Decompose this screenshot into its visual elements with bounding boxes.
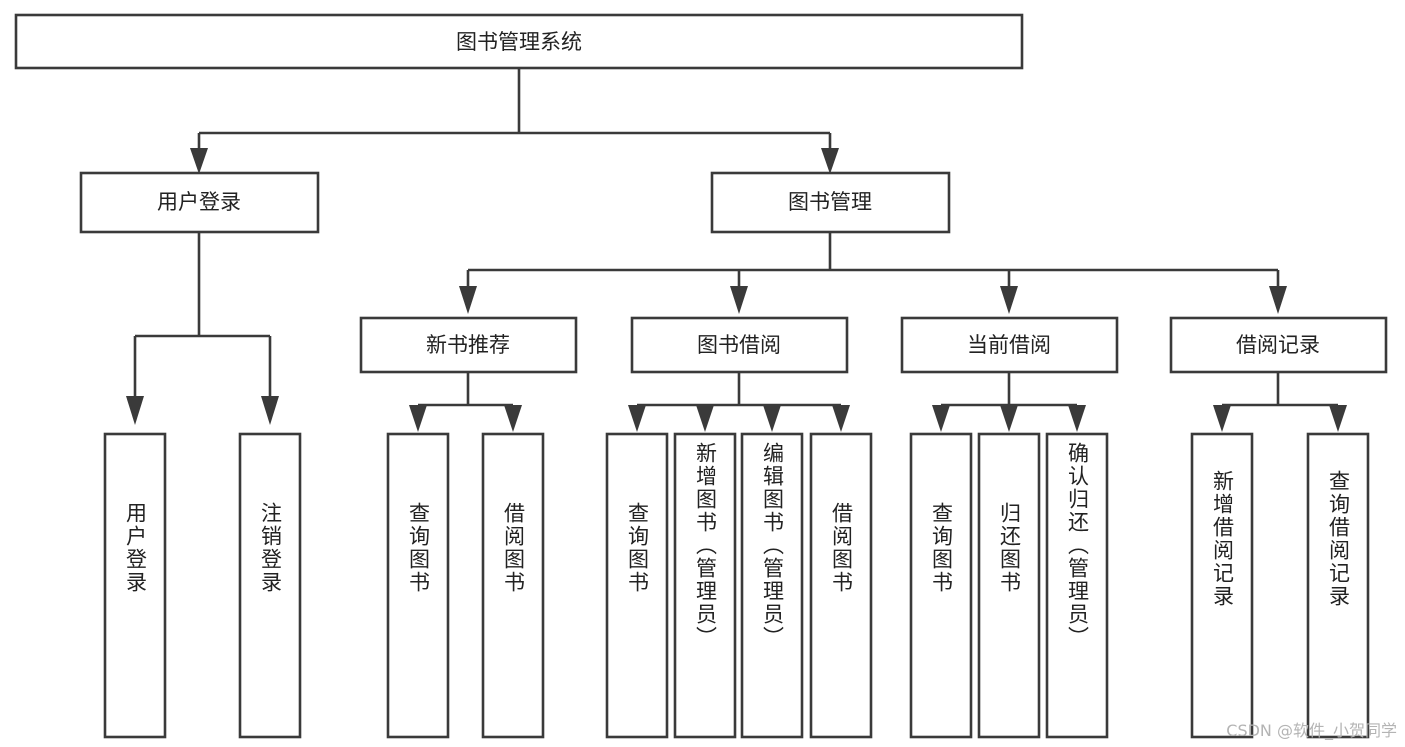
node-root-label: 图书管理系统	[456, 30, 582, 54]
node-root-box[interactable]	[14, 13, 1024, 70]
edge-newbook-to-leaves	[409, 372, 522, 432]
leaf-box-edit-book-admin[interactable]	[740, 432, 804, 739]
node-user-login-label: 用户登录	[157, 190, 241, 214]
leaf-box-add-book-admin[interactable]	[673, 432, 737, 739]
edge-root-to-level2	[190, 68, 839, 174]
node-new-book-recommend-label: 新书推荐	[426, 333, 510, 357]
leaf-box-query-book-1[interactable]	[386, 432, 450, 739]
leaf-box-query-book-2[interactable]	[605, 432, 669, 739]
leaf-box-query-book-3[interactable]	[909, 432, 973, 739]
node-borrow-records-label: 借阅记录	[1236, 333, 1320, 357]
edge-records-to-leaves	[1213, 372, 1347, 432]
leaf-box-logout[interactable]	[238, 432, 302, 739]
leaf-box-add-borrow-record[interactable]	[1190, 432, 1254, 739]
leaf-box-confirm-return-admin[interactable]	[1045, 432, 1109, 739]
leaf-box-return-book[interactable]	[977, 432, 1041, 739]
csdn-watermark: CSDN @软件_小贺同学	[1226, 721, 1397, 740]
node-book-management-label: 图书管理	[788, 190, 872, 214]
leaf-box-borrow-book-2[interactable]	[809, 432, 873, 739]
leaf-box-user-login[interactable]	[103, 432, 167, 739]
node-current-borrow-label: 当前借阅	[967, 333, 1051, 357]
node-borrow-records-box[interactable]	[1169, 316, 1388, 374]
edge-current-to-leaves	[932, 372, 1086, 432]
node-book-borrow-label: 图书借阅	[697, 333, 781, 357]
leaf-box-borrow-book-1[interactable]	[481, 432, 545, 739]
node-user-login-box[interactable]	[79, 171, 320, 234]
node-new-book-recommend-box[interactable]	[359, 316, 578, 374]
edge-bookmgmt-to-level3	[459, 232, 1287, 314]
edge-userlogin-to-leaves	[126, 232, 279, 425]
node-book-management-box[interactable]	[710, 171, 951, 234]
node-book-borrow-box[interactable]	[630, 316, 849, 374]
edge-borrow-to-leaves	[628, 372, 850, 432]
leaf-box-query-borrow-record[interactable]	[1306, 432, 1370, 739]
node-current-borrow-box[interactable]	[900, 316, 1119, 374]
